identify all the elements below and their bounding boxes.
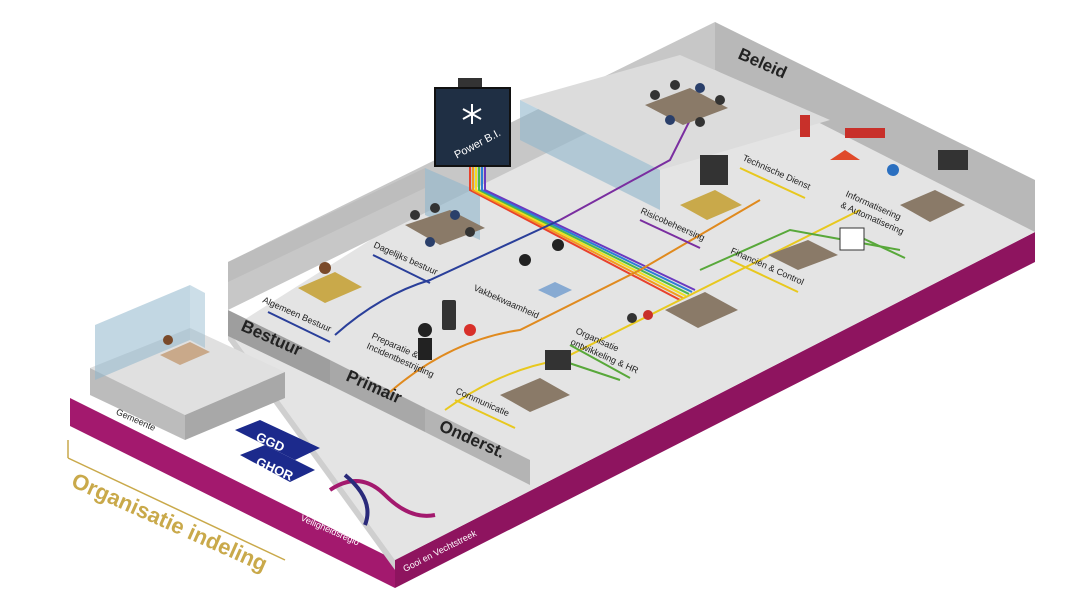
line-purple-beleid — [559, 119, 691, 221]
ict-desk — [887, 150, 968, 222]
underline-risico — [639, 219, 701, 249]
financien-desk — [768, 227, 865, 270]
underline-financien — [729, 259, 799, 293]
underline-communicatie — [454, 399, 516, 429]
beleid-glass-front — [520, 100, 660, 210]
underline-dagelijks — [372, 254, 431, 284]
underline-technisch — [739, 167, 806, 199]
bestuur-room-wall — [228, 168, 425, 282]
communicatie-desk — [500, 350, 571, 412]
primair-firefighters — [418, 239, 572, 360]
bestuur-meeting-table — [405, 203, 485, 247]
zone-strip-bestuur — [228, 310, 330, 385]
region-band-left — [70, 398, 395, 588]
power-bi-screen: Power B.I. — [434, 78, 511, 167]
line-orange-primair — [389, 199, 761, 393]
veiligheidsregio-ribbon-logo — [328, 473, 436, 526]
underline-algemeen — [267, 311, 331, 343]
risico-desk — [680, 155, 742, 220]
power-bi-data-lines — [469, 165, 696, 301]
gemeente-block: Gemeente — [90, 285, 285, 440]
zone-strip-primair — [330, 360, 425, 432]
back-wall-right — [715, 22, 1035, 232]
underline-hr — [569, 344, 631, 379]
beleid-meeting-table — [645, 80, 728, 127]
hr-desk — [627, 292, 738, 328]
region-band-right — [395, 232, 1035, 588]
title-guide-line-2 — [67, 457, 286, 561]
technisch-equipment — [800, 115, 885, 160]
power-bi-snowflake-icon — [462, 104, 482, 124]
zone-strip-onderst — [425, 408, 530, 485]
algemeen-bestuur-desk — [298, 262, 362, 303]
